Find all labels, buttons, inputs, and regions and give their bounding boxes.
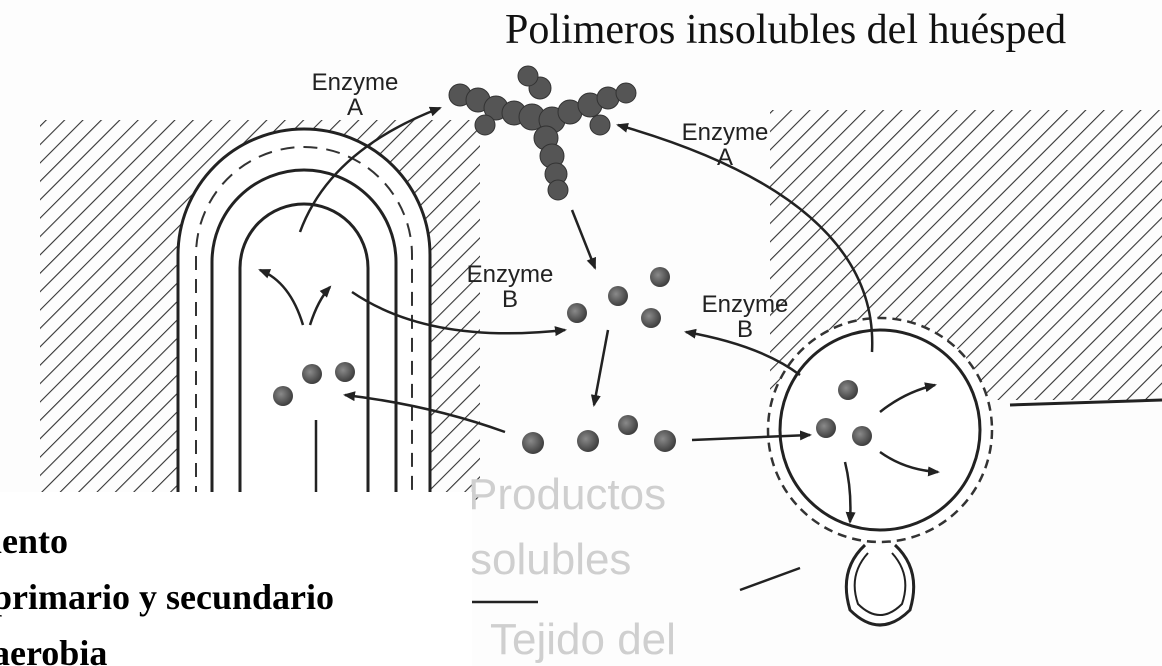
diagram-title: Polimeros insolubles del huésped — [505, 6, 1066, 54]
label-enzyme-a-right: Enzyme A — [670, 120, 780, 170]
label-enzyme-b-right-line1: Enzyme — [690, 292, 800, 317]
label-enzyme-a-right-line1: Enzyme — [670, 120, 780, 145]
overlay-line-2: primario y secundario — [0, 576, 334, 618]
arrow-polymer-to-products — [572, 210, 595, 268]
faded-label-solubles: solubles — [470, 535, 631, 586]
arrow-products-down — [594, 330, 608, 405]
label-enzyme-a-right-line2: A — [670, 145, 780, 170]
label-enzyme-b-left-line1: Enzyme — [455, 262, 565, 287]
faded-label-productos: Productos — [468, 470, 666, 521]
overlay-line-3: aerobia — [0, 632, 107, 666]
label-enzyme-b-left-line2: B — [455, 287, 565, 312]
label-enzyme-a-left-line1: Enzyme — [300, 70, 410, 95]
label-enzyme-a-left: Enzyme A — [300, 70, 410, 120]
label-enzyme-b-right-line2: B — [690, 317, 800, 342]
faded-label-tejido: Tejido del — [490, 615, 676, 666]
label-enzyme-b-right: Enzyme B — [690, 292, 800, 342]
label-enzyme-b-left: Enzyme B — [455, 262, 565, 312]
label-enzyme-a-left-line2: A — [300, 95, 410, 120]
